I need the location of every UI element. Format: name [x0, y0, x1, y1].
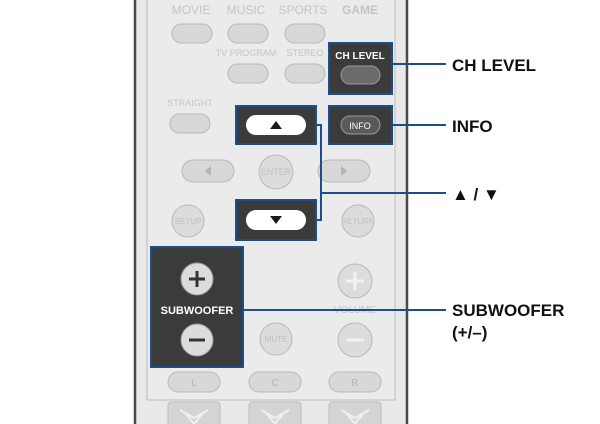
up-arrow-icon [270, 121, 282, 129]
speaker-l-label: L [191, 378, 197, 389]
left-arrow-icon [205, 166, 211, 176]
cursor-callout-line [316, 124, 446, 221]
straight-label: STRAIGHT [167, 98, 213, 108]
ch-level-callout: CH LEVEL [452, 55, 536, 77]
mute-button[interactable] [259, 322, 293, 356]
enter-label: ENTER [261, 167, 292, 177]
movie-label: MOVIE [172, 3, 211, 17]
bottom-left-icon [179, 409, 209, 424]
info-button[interactable] [340, 115, 381, 135]
movie-button[interactable] [171, 23, 213, 44]
bottom-center-icon [260, 409, 290, 424]
ch-level-callout-text: CH LEVEL [452, 56, 537, 75]
down-arrow-icon [270, 216, 282, 224]
stereo-button[interactable] [284, 63, 326, 84]
speaker-l-button[interactable] [167, 371, 221, 393]
info-callout-text: INFO [452, 117, 493, 136]
cursor-callout-text: ▲ / ▼ [452, 185, 500, 204]
bottom-button-left[interactable] [167, 401, 221, 424]
enter-button[interactable] [258, 154, 294, 190]
speaker-c-label: C [271, 378, 278, 389]
straight-button[interactable] [169, 113, 211, 134]
subwoofer-callout-subtext: (+/–) [452, 323, 488, 342]
sports-button[interactable] [284, 23, 326, 44]
setup-label: SETUP [175, 217, 202, 226]
return-label: RETURN [341, 217, 375, 226]
tv-program-label: TV PROGRAM [216, 48, 277, 58]
return-button[interactable] [341, 204, 375, 238]
volume-plus-icon [346, 272, 364, 290]
game-label: GAME [342, 3, 378, 17]
bottom-button-center[interactable] [248, 401, 302, 424]
ch-level-label: CH LEVEL [335, 51, 384, 62]
subwoofer-label: SUBWOOFER [161, 305, 234, 317]
info-callout: INFO [452, 116, 493, 138]
sports-label: SPORTS [278, 3, 327, 17]
speaker-c-button[interactable] [248, 371, 302, 393]
right-arrow-icon [341, 166, 347, 176]
ch-level-button[interactable] [340, 65, 381, 85]
cursor-callout: ▲ / ▼ [452, 184, 500, 206]
subwoofer-callout: SUBWOOFER (+/–) [452, 300, 564, 344]
plus-icon [189, 271, 205, 287]
setup-button[interactable] [171, 204, 205, 238]
bottom-right-icon [340, 409, 370, 424]
subwoofer-callout-text: SUBWOOFER [452, 301, 565, 320]
music-label: MUSIC [227, 3, 266, 17]
music-button[interactable] [227, 23, 269, 44]
bottom-button-right[interactable] [328, 401, 382, 424]
tv-program-button[interactable] [227, 63, 269, 84]
speaker-r-button[interactable] [328, 371, 382, 393]
speaker-r-label: R [351, 378, 358, 389]
info-button-label: INFO [349, 121, 371, 131]
stereo-label: STEREO [286, 48, 323, 58]
mute-label: MUTE [265, 335, 288, 344]
